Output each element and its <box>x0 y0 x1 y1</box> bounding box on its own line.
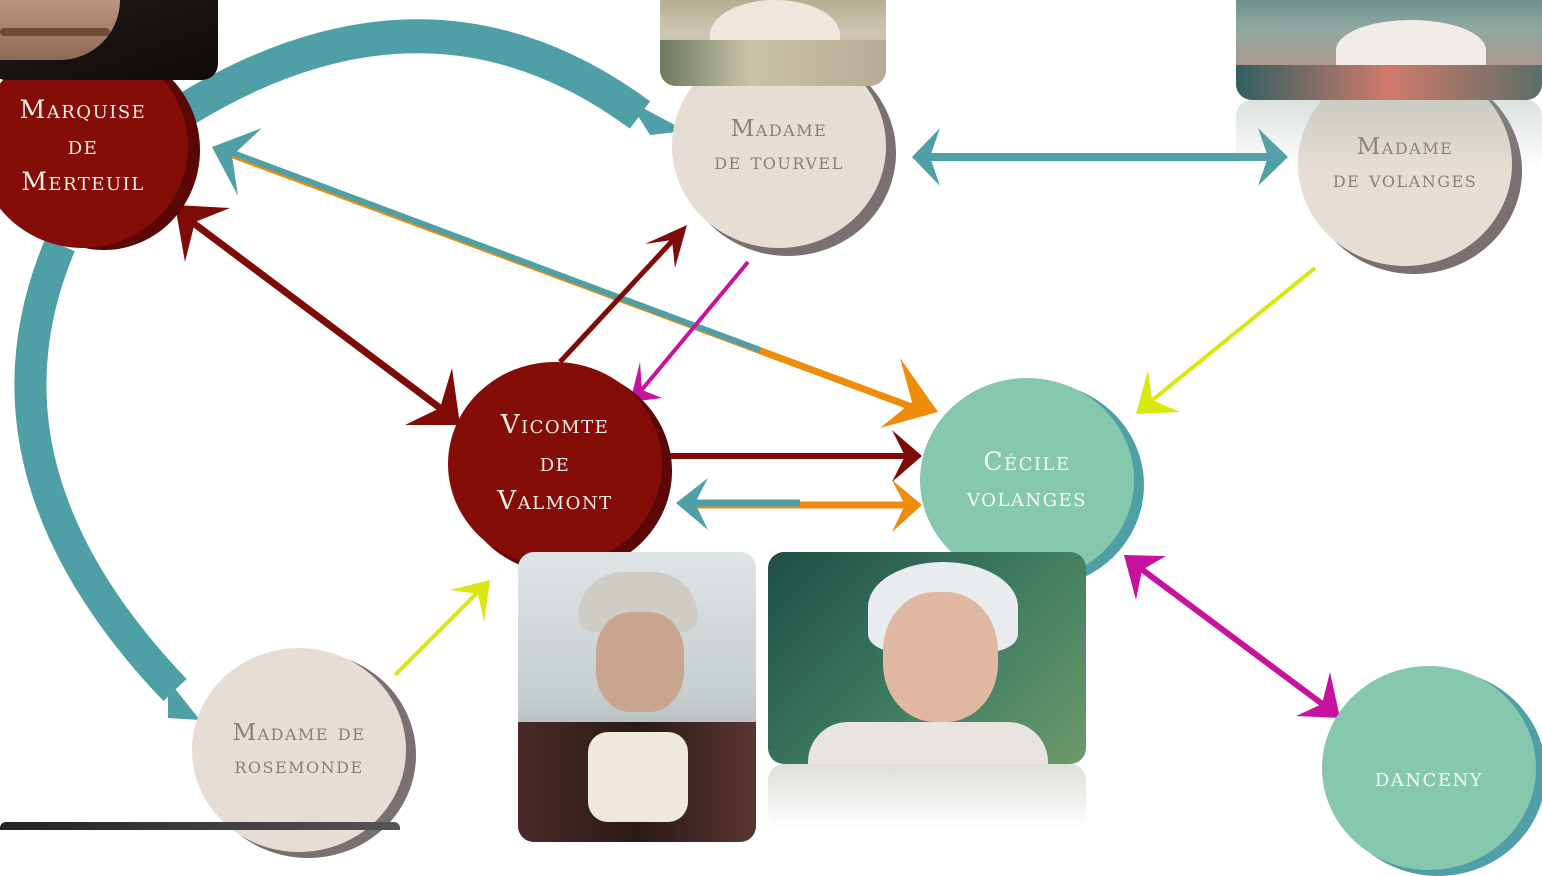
node-cecile[interactable]: Cécile volanges <box>920 378 1134 582</box>
node-merteuil-label: Marquise de Merteuil <box>19 94 147 197</box>
valmont-portrait <box>518 552 756 842</box>
node-rosemonde-label: Madame de rosemonde <box>232 719 366 779</box>
arrowhead-rosemonde <box>168 680 200 720</box>
rosemonde-portrait-edge <box>0 822 400 830</box>
arrow-tourvel-valmont <box>638 260 750 394</box>
tourvel-portrait <box>660 0 886 86</box>
arrowhead-tourvel <box>628 100 686 135</box>
node-danceny-label: danceny <box>1374 762 1484 792</box>
cecile-reflection <box>768 764 1086 830</box>
node-tourvel-label: Madame de tourvel <box>714 115 844 175</box>
merteuil-portrait <box>0 0 218 80</box>
arrow-merteuil-tourvel <box>176 19 651 129</box>
arrow-rosemonde-valmont <box>393 590 480 677</box>
arrow-cecile-danceny <box>1138 565 1327 709</box>
cecile-portrait <box>768 552 1086 764</box>
node-valmont[interactable]: Vicomte de Valmont <box>448 362 662 566</box>
arrow-valmont-tourvel <box>558 236 677 364</box>
node-rosemonde[interactable]: Madame de rosemonde <box>192 648 406 852</box>
node-danceny[interactable]: danceny <box>1322 666 1536 870</box>
arrow-merteuil-rosemonde <box>14 238 187 702</box>
volanges-portrait <box>1236 0 1542 100</box>
node-valmont-label: Vicomte de Valmont <box>497 410 613 516</box>
node-volanges-label: Madame de volanges <box>1332 134 1478 193</box>
node-cecile-label: Cécile volanges <box>967 446 1087 512</box>
arrow-volanges-cecile <box>1148 266 1317 404</box>
volanges-reflection <box>1236 100 1542 170</box>
relationship-diagram <box>14 19 1340 720</box>
arrow-merteuil-valmont <box>189 219 443 411</box>
